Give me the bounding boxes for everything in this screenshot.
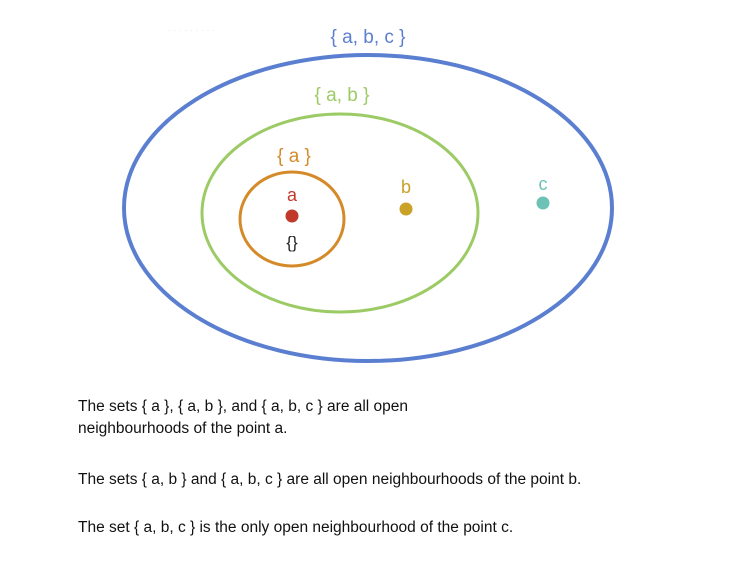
faint-smudge: · · · · · · · · ·	[168, 25, 215, 35]
point-a-label: a	[287, 185, 298, 205]
set-ab-ellipse	[200, 112, 480, 314]
empty-set-label: {}	[286, 233, 298, 252]
point-b-dot	[399, 202, 413, 216]
set-abc-ellipse	[122, 53, 614, 363]
caption-point-c: The set { a, b, c } is the only open nei…	[78, 519, 514, 536]
set-ab-label: { a, b }	[315, 85, 370, 106]
point-a-dot	[285, 209, 299, 223]
set-abc-label: { a, b, c }	[331, 27, 406, 48]
venn-diagram: · · · · · · · · · { a, b, c } { a, b } {…	[122, 25, 614, 363]
point-b-label: b	[401, 177, 411, 197]
point-c-dot	[536, 196, 550, 210]
set-a-ellipse	[238, 170, 346, 268]
caption-point-a: The sets { a }, { a, b }, and { a, b, c …	[78, 398, 409, 437]
point-c-label: c	[539, 174, 548, 194]
caption-point-b: The sets { a, b } and { a, b, c } are al…	[78, 471, 582, 488]
set-a-label: { a }	[277, 146, 311, 167]
